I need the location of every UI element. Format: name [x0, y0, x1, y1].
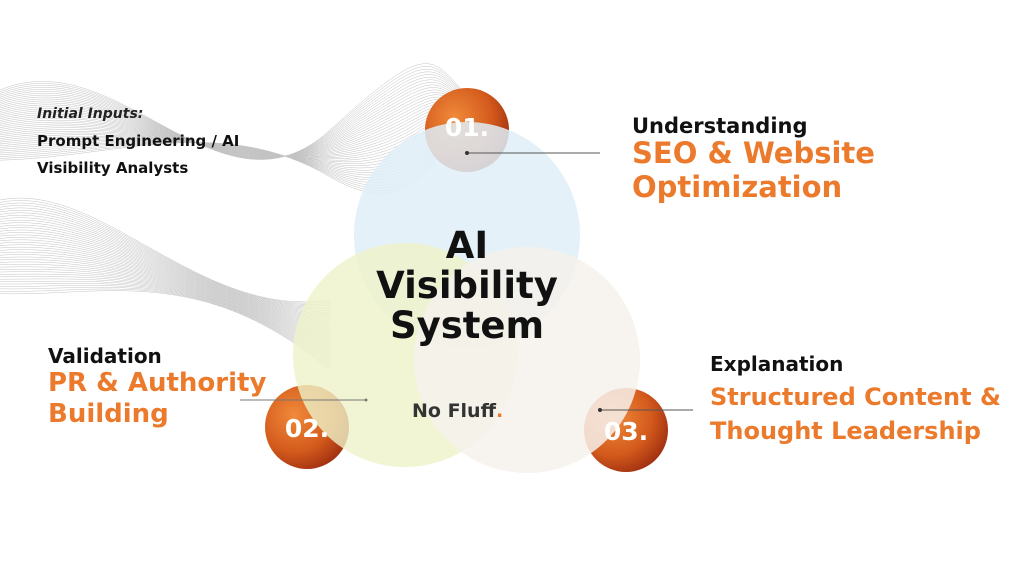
step-2-number: 02.	[284, 414, 330, 443]
step-1-number: 01.	[444, 113, 490, 142]
step-2-title: PR & Authority Building	[48, 368, 266, 430]
tagline-dot: .	[495, 400, 504, 422]
step-2-title-line-2: Building	[48, 399, 169, 429]
tagline: No Fluff.	[412, 400, 503, 422]
step-3-number: 03.	[603, 417, 649, 446]
step-1-title-line-1: SEO & Website	[632, 136, 875, 170]
step-2-label: Validation	[48, 344, 162, 368]
step-3-title-line-1: Structured Content &	[710, 383, 1001, 411]
step-2-title-line-1: PR & Authority	[48, 368, 267, 398]
center-title: AI Visibility System	[360, 226, 574, 346]
step-1-label: Understanding	[632, 114, 808, 138]
step-3-label: Explanation	[710, 352, 844, 376]
connector-3-dot	[598, 408, 602, 412]
step-3-title: Structured Content & Thought Leadership	[710, 380, 1001, 448]
step-3-title-line-2: Thought Leadership	[710, 417, 981, 445]
inputs-heading: Initial Inputs:	[37, 106, 144, 122]
step-1-title: SEO & Website Optimization	[632, 136, 875, 204]
inputs-line-1: Prompt Engineering / AI	[37, 132, 240, 150]
tagline-text: No Fluff	[412, 400, 496, 422]
center-title-line-2: Visibility	[376, 264, 558, 307]
step-1-title-line-2: Optimization	[632, 170, 843, 204]
center-title-line-1: AI	[445, 224, 489, 267]
connector-2-dot	[364, 398, 368, 402]
connector-1-dot	[465, 151, 469, 155]
center-title-line-3: System	[389, 304, 545, 347]
venn-circle-right	[414, 247, 640, 473]
inputs-line-2: Visibility Analysts	[37, 159, 189, 177]
